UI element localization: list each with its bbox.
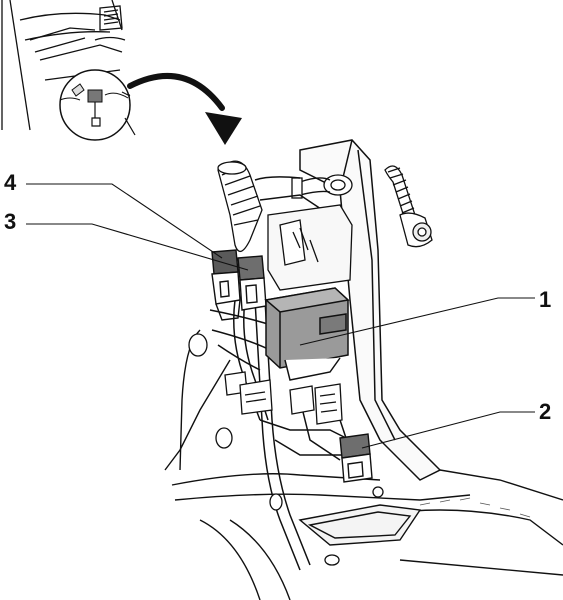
leader-2: [361, 411, 535, 449]
wire-loom: [384, 165, 433, 248]
dashboard-inset: [1, 0, 131, 131]
control-module-1: [264, 287, 350, 381]
grommet: [291, 174, 353, 199]
panel-hatching: [419, 497, 531, 518]
upper-box: [267, 204, 353, 291]
inset-pointer-lines: [121, 91, 136, 136]
callout-2: 2: [539, 399, 552, 424]
fixings: [188, 333, 384, 566]
leader-1: [299, 297, 535, 346]
callout-1: 1: [539, 287, 552, 312]
callout-4: 4: [4, 170, 17, 195]
curved-arrow-icon: [127, 72, 242, 145]
relay-3: [237, 255, 267, 311]
leader-lines: [26, 183, 535, 449]
leader-4: [26, 183, 223, 259]
magnifier-circle: [59, 69, 131, 141]
hose: [217, 160, 263, 252]
body-panel: [164, 329, 563, 600]
callout-3: 3: [4, 209, 17, 234]
connectors: [224, 371, 343, 425]
relay-2: [339, 433, 373, 483]
leader-3: [26, 223, 249, 271]
